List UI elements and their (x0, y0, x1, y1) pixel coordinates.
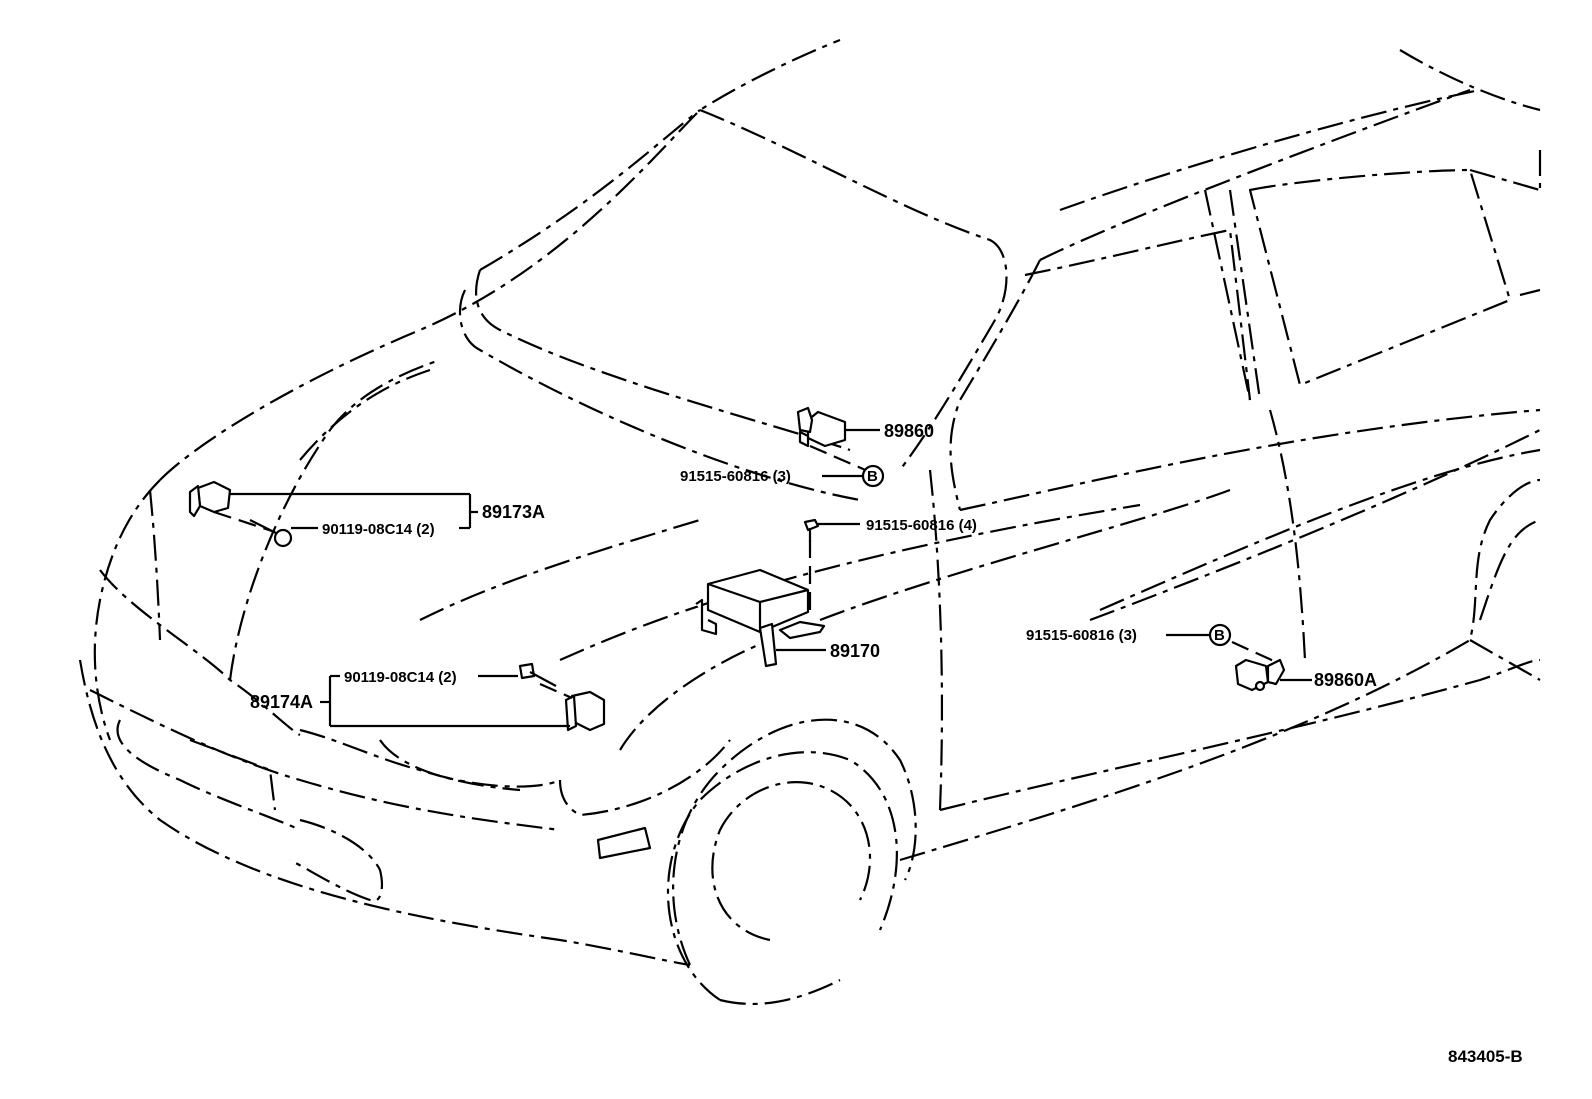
label-fastener-center: 91515-60816 (4) (866, 517, 977, 534)
label-fastener-upper: 91515-60816 (3) (680, 468, 791, 485)
sensor-89860a (1231, 640, 1312, 692)
fastener-mark-upper-label: B (867, 468, 878, 485)
sensor-89174a (539, 682, 606, 732)
bolt-center (803, 518, 860, 542)
label-89173a: 89173A (482, 502, 545, 522)
label-89170: 89170 (830, 641, 880, 661)
label-89174a: 89174A (250, 692, 313, 712)
bracket-89174a (320, 674, 570, 728)
sensor-89860-bolt-dashed (809, 444, 871, 474)
label-89860a: 89860A (1314, 670, 1377, 690)
fastener-mark-upper: B (822, 464, 885, 488)
label-89860: 89860 (884, 421, 934, 441)
sensor-89860 (796, 406, 880, 448)
bolt-left-lower (478, 662, 557, 687)
fastener-mark-right: B (1166, 623, 1232, 647)
car-body-outline (78, 38, 1542, 1006)
bolt-left-upper (249, 519, 318, 548)
label-fastener-left-upper: 90119-08C14 (2) (322, 521, 435, 538)
ecu-89170 (695, 540, 826, 668)
fastener-mark-right-label: B (1214, 627, 1225, 644)
drawing-code: 843405-B (1448, 1047, 1523, 1066)
sensor-89173a (188, 480, 478, 534)
label-fastener-left-lower: 90119-08C14 (2) (344, 669, 457, 686)
label-fastener-right: 91515-60816 (3) (1026, 627, 1137, 644)
